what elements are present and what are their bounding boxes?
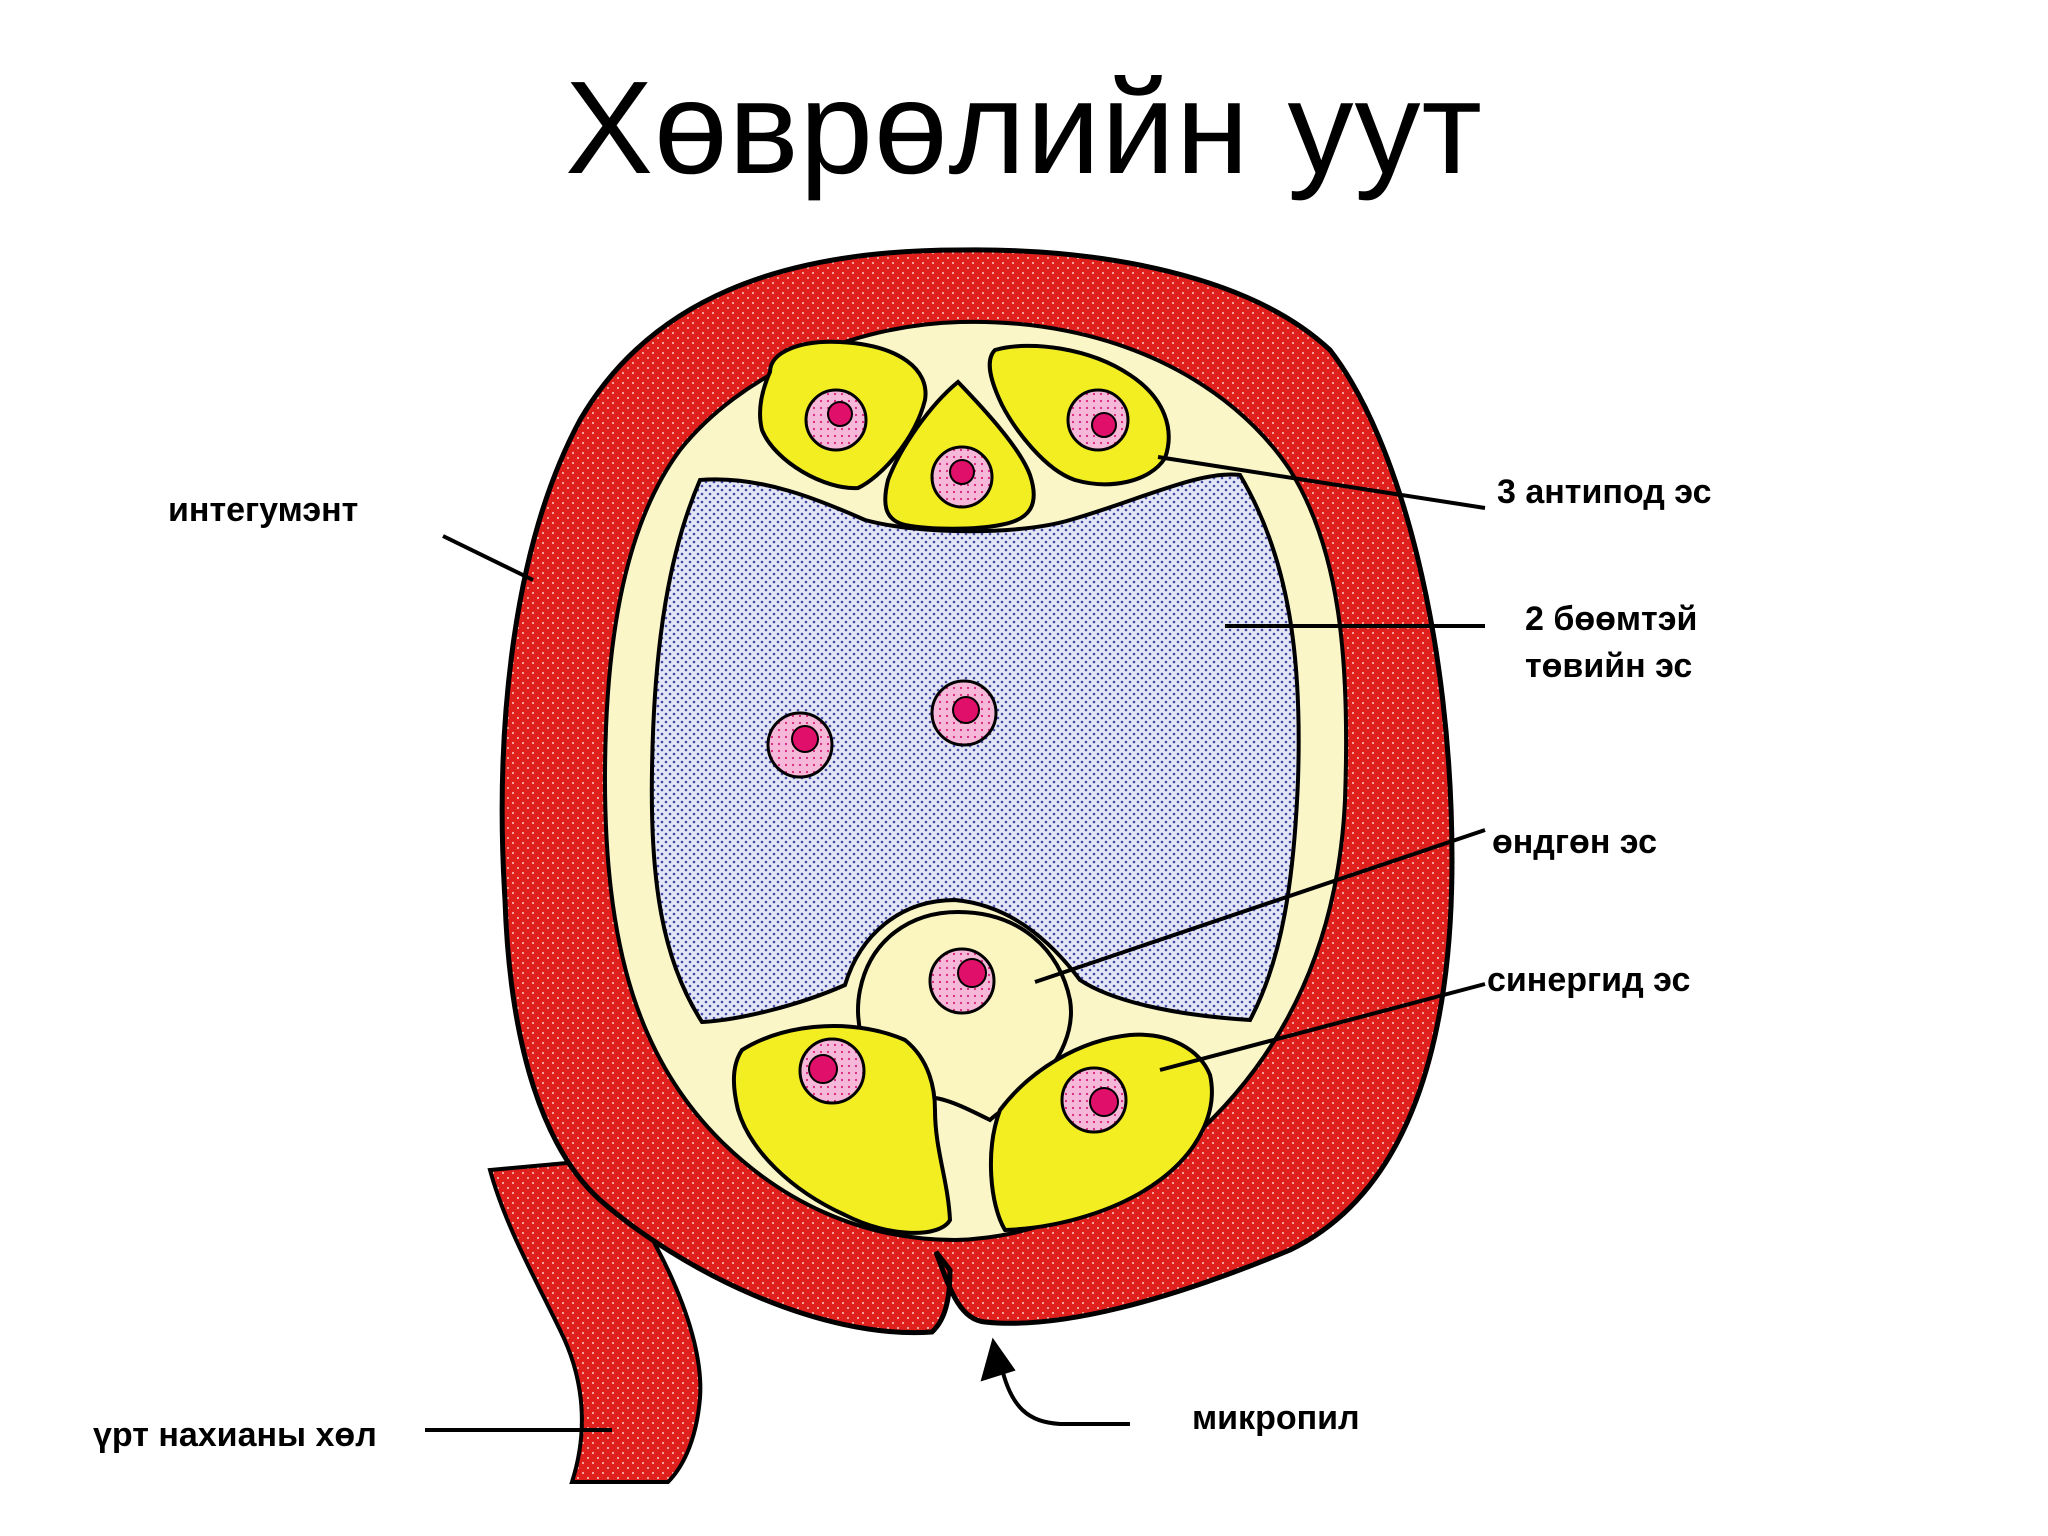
antipodal-cells xyxy=(758,339,1171,531)
leader-antipodal xyxy=(1157,455,1486,510)
label-antipodal: 3 антипод эс xyxy=(1497,473,1711,511)
label-central-cell-line1: 2 бөөмтэй xyxy=(1525,600,1697,638)
leader-synergid xyxy=(1159,982,1486,1072)
label-integument: интегумэнт xyxy=(168,491,358,529)
label-central-cell-line2: төвийн эс xyxy=(1525,647,1692,685)
leader-lines xyxy=(425,455,1486,1432)
leader-egg xyxy=(1034,828,1486,984)
leader-micropyle xyxy=(998,1359,1130,1426)
central-cell xyxy=(649,472,1301,1025)
slide-title: Хөврөлийн уут xyxy=(565,54,1483,201)
synergid-cell-left xyxy=(731,1024,953,1235)
synergid-nucleus-left xyxy=(798,1037,866,1105)
antipodal-nucleus-right xyxy=(1066,388,1130,452)
label-synergid: синергид эс xyxy=(1487,961,1690,999)
label-funiculus: үрт нахианы хөл xyxy=(93,1416,377,1454)
egg-nucleus xyxy=(928,947,996,1015)
antipodal-nucleus-center xyxy=(930,445,994,509)
antipodal-nucleus-left xyxy=(804,388,868,452)
polar-nucleus-right xyxy=(930,679,998,747)
label-egg: өндгөн эс xyxy=(1492,823,1657,861)
label-micropyle: микропил xyxy=(1192,1399,1360,1437)
polar-nucleus-left xyxy=(766,711,834,779)
funiculus-stalk xyxy=(487,1157,703,1484)
micropyle-arrowhead xyxy=(980,1337,1016,1382)
leader-integument xyxy=(442,534,534,582)
synergid-nucleus-right xyxy=(1060,1066,1128,1134)
